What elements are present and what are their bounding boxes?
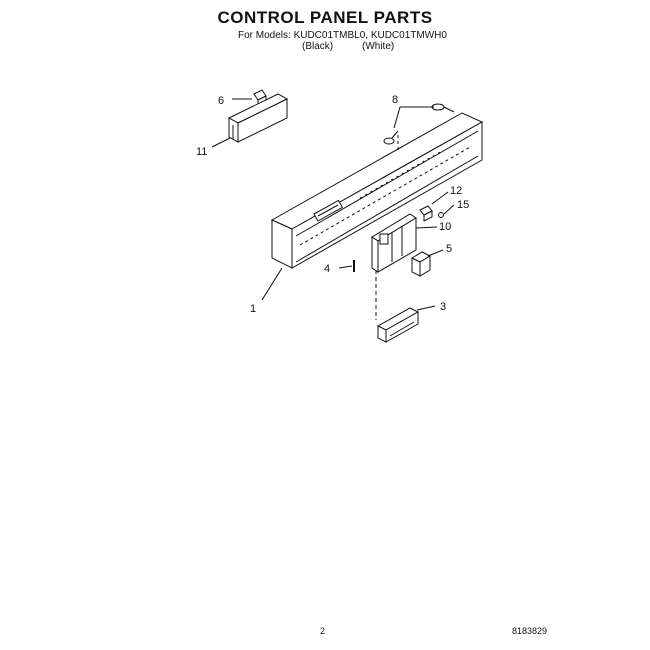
button-bar-part: [227, 93, 289, 143]
callout-10: 10: [439, 221, 451, 233]
callout-6: 6: [218, 95, 224, 107]
callout-11: 11: [196, 146, 207, 158]
screw-part-lower: [383, 130, 399, 145]
callout-12: 12: [450, 185, 462, 197]
control-panel-part: [270, 112, 484, 269]
model-numbers: For Models: KUDC01TMBL0, KUDC01TMWH0: [238, 30, 447, 41]
document-code: 8183829: [512, 626, 548, 636]
bracket-tab-part: [410, 251, 432, 277]
callout-15: 15: [457, 199, 469, 211]
handle-part: [376, 307, 420, 343]
callout-3: 3: [440, 301, 446, 313]
callout-1: 1: [250, 303, 256, 315]
callout-4: 4: [324, 263, 330, 275]
screw-part-upper: [431, 103, 455, 113]
small-screw-part: [438, 212, 444, 218]
callout-5: 5: [446, 243, 452, 255]
variant-black-label: (Black): [302, 41, 334, 52]
page-number: 2: [320, 626, 326, 636]
variant-white-label: (White): [362, 41, 395, 52]
page-title: CONTROL PANEL PARTS: [217, 8, 433, 27]
callout-8: 8: [392, 94, 398, 106]
bracket-part: [371, 213, 417, 273]
clip-part: [419, 205, 433, 222]
